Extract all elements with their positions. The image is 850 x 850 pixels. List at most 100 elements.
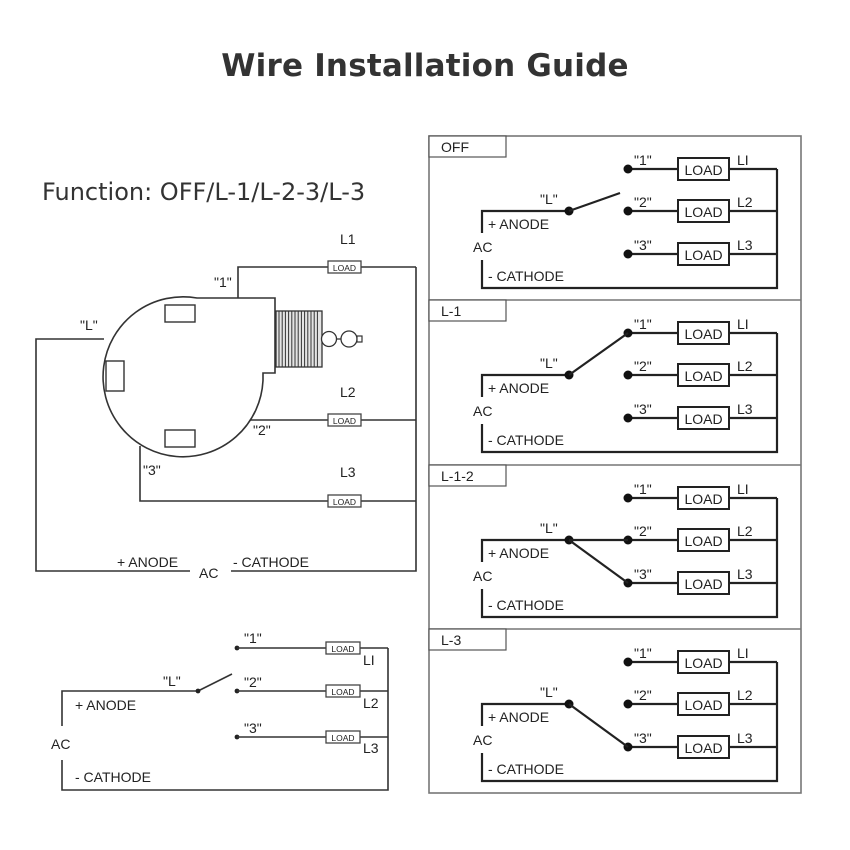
position-tab [428,135,507,158]
load-label: LOAD [684,740,722,756]
supply-wire-anode [480,702,569,726]
terminal-dot-2 [623,699,633,709]
terminal-dot-1 [623,164,633,174]
load-label: LOAD [684,411,722,427]
terminal-label-2: "2" [244,674,262,690]
switch-illustration: LOAD LOAD LOAD "L" "1" "2" "3" L1 [35,231,417,581]
terminal-label-2: "2" [634,194,652,210]
terminal-dot-3 [623,413,633,423]
cathode-label: - CATHODE [488,268,564,284]
load-label: LOAD [684,697,722,713]
terminal-dot-1 [623,657,633,667]
terminal-label-1: "1" [634,316,652,332]
load-label-l2: LOAD [331,687,354,697]
terminal-dot-1 [623,493,633,503]
position-tab [428,628,507,651]
supply-wire-cathode [231,267,417,572]
load-box-2 [677,528,730,552]
terminal-label-l: "L" [540,684,558,700]
position-name: OFF [441,139,469,155]
load-box-2 [677,199,730,223]
position-tab [428,299,507,322]
ac-label: AC [473,568,492,584]
line-label-1: LI [737,481,749,497]
line-label-3: L3 [737,566,753,582]
terminal-dot-l [195,688,201,694]
supply-wire-cathode [480,498,779,619]
line-label-l3: L3 [363,740,379,756]
load-box-2 [677,363,730,387]
ac-label: AC [473,732,492,748]
load-box-3 [677,406,730,430]
load-box-1 [677,486,730,510]
terminal-label-l: "L" [540,191,558,207]
terminal-label-3: "3" [634,237,652,253]
page-title: Wire Installation Guide [221,48,629,84]
terminal-label-2: "2" [634,358,652,374]
load-label: LOAD [684,326,722,342]
terminal-label-3: "3" [634,730,652,746]
cathode-label: - CATHODE [488,597,564,613]
terminal-label-1: "1" [634,481,652,497]
ac-label: AC [199,565,218,581]
supply-wire-cathode [480,169,779,290]
wire-l3 [139,446,416,502]
load-box-3 [677,242,730,266]
load-label-l2: LOAD [333,416,356,426]
cathode-label: - CATHODE [75,769,151,785]
ac-label: AC [473,403,492,419]
terminal-label-l: "L" [540,355,558,371]
terminal-label-3: "3" [634,566,652,582]
terminal-slot-3 [164,429,196,448]
supply-wire-cathode [480,333,779,454]
load-box-l2 [327,413,362,427]
terminal-dot-3 [623,249,633,259]
cathode-label: - CATHODE [488,761,564,777]
terminal-label-3: "3" [244,720,262,736]
switch-lever [197,673,233,692]
load-label: LOAD [684,162,722,178]
cathode-label: - CATHODE [233,554,309,570]
terminal-slot-l [105,360,125,392]
terminal-dot-2 [623,206,633,216]
load-box-l3 [327,494,362,508]
line-label-l1: L1 [340,231,356,247]
load-label: LOAD [684,576,722,592]
supply-wire-cathode [61,648,389,791]
terminal-label-l: "L" [80,317,98,333]
line-label-3: L3 [737,237,753,253]
terminal-dot-2 [623,370,633,380]
load-box-l2 [325,684,361,698]
load-box-1 [677,650,730,674]
load-label: LOAD [684,491,722,507]
terminal-slot-1 [164,304,196,323]
load-label-l1: LOAD [333,263,356,273]
switch-contact-1 [568,332,629,376]
load-box-2 [677,692,730,716]
line-label-1: LI [737,152,749,168]
anode-label: + ANODE [488,709,549,725]
cathode-label: - CATHODE [488,432,564,448]
line-label-l2: L2 [363,695,379,711]
terminal-label-2: "2" [253,422,271,438]
anode-label: + ANODE [488,380,549,396]
pull-chain-icon [320,330,363,348]
threaded-bushing-icon [275,310,323,368]
load-box-3 [677,735,730,759]
load-label-l3: LOAD [331,733,354,743]
line-label-l3: L3 [340,464,356,480]
load-label: LOAD [684,655,722,671]
position-name: L-3 [441,632,461,648]
position-name: L-1 [441,303,461,319]
anode-label: + ANODE [488,216,549,232]
anode-label: + ANODE [117,554,178,570]
line-label-2: L2 [737,358,753,374]
supply-wire-anode [480,373,569,397]
function-subtitle: Function: OFF/L-1/L-2-3/L-3 [42,178,366,206]
anode-label: + ANODE [75,697,136,713]
